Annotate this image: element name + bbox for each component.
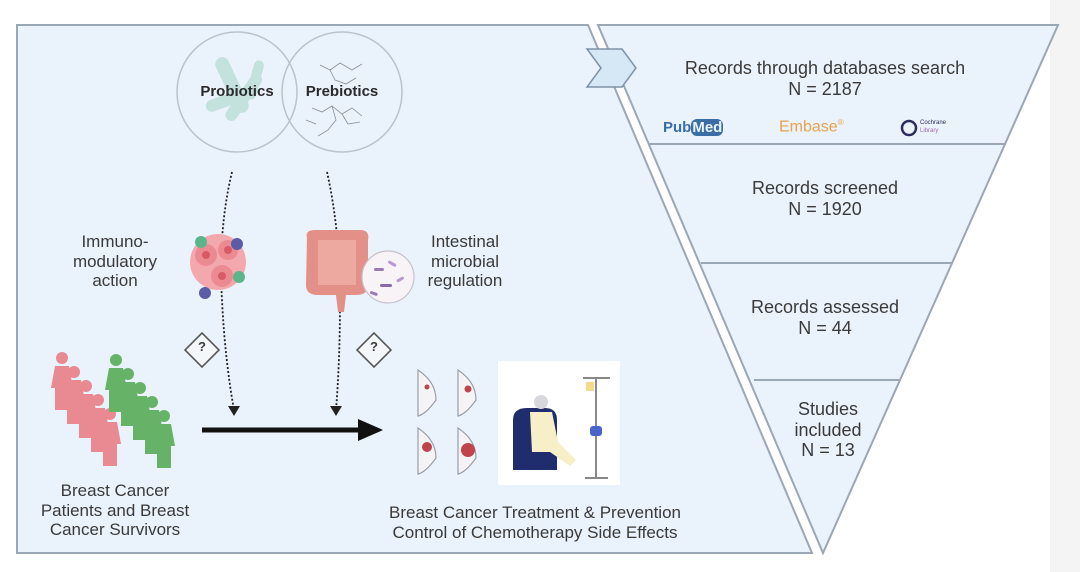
label-line: microbial — [430, 251, 500, 271]
intestine-microbiome-icon — [306, 230, 415, 312]
dotted-arrow-right-head — [330, 406, 342, 416]
label-line: regulation — [427, 271, 503, 291]
chevron-arrow-icon — [585, 48, 637, 88]
question-diamond-right — [355, 331, 393, 369]
prebiotics-label: Prebiotics — [305, 83, 379, 100]
stage-title: included — [794, 419, 862, 440]
label-line: Breast Cancer — [60, 481, 170, 500]
registered-mark: ® — [837, 118, 844, 127]
microbial-regulation-label: Intestinal microbial regulation — [410, 232, 520, 291]
dotted-arrow-left-head — [228, 406, 240, 416]
probiotics-circle — [176, 31, 298, 153]
molecule-network-icon — [305, 62, 363, 137]
funnel — [596, 24, 1060, 556]
label-line: Immuno- — [81, 232, 149, 251]
page-edge-strip — [1050, 0, 1080, 572]
stage-title: Studies — [797, 399, 859, 419]
logo-text: Embase — [779, 118, 838, 136]
logo-text: Pub — [663, 119, 692, 136]
immune-cells-icon — [190, 234, 246, 299]
probiotics-label: Probiotics — [200, 83, 274, 100]
embase-logo: Embase® — [779, 118, 844, 136]
question-mark-icon: ? — [198, 339, 206, 354]
stage-count: N = 2187 — [788, 78, 862, 99]
question-mark-icon: ? — [370, 339, 378, 354]
main-arrow-head — [358, 419, 383, 441]
stage-title: Records screened — [751, 178, 899, 198]
question-diamond-left — [183, 331, 221, 369]
label-line: Breast Cancer Treatment & Prevention — [389, 503, 681, 522]
label-line: action — [92, 271, 138, 291]
prebiotics-circle — [281, 31, 403, 153]
label-line: Intestinal — [430, 232, 500, 251]
stage-title: Records through databases search — [684, 58, 966, 78]
label-line: Control of Chemotherapy Side Effects — [392, 522, 678, 542]
dotted-arrow-left — [220, 171, 235, 411]
funnel-stage-search: Records through databases search N = 218… — [620, 58, 1030, 99]
cochrane-logo: Cochrane Library — [920, 119, 946, 135]
outcome-label: Breast Cancer Treatment & Prevention Con… — [340, 503, 730, 542]
breast-tumor-stages-icon — [417, 368, 477, 475]
logo-text: Library — [920, 128, 939, 134]
label-line: Cancer Survivors — [49, 520, 181, 540]
logo-text: Cochrane — [920, 120, 947, 126]
stage-count: N = 1920 — [788, 198, 862, 219]
chemotherapy-patient-icon — [498, 361, 620, 485]
women-group-icon — [51, 352, 175, 468]
population-label: Breast Cancer Patients and Breast Cancer… — [20, 481, 210, 540]
cochrane-logo-icon — [900, 119, 918, 137]
label-line: modulatory — [72, 251, 158, 271]
funnel-stage-included: Studies included N = 13 — [780, 399, 876, 461]
funnel-stage-assessed: Records assessed N = 44 — [720, 297, 930, 338]
stage-title: Records assessed — [750, 297, 900, 317]
stage-count: N = 13 — [801, 440, 855, 461]
pubmed-logo: PubMed — [663, 119, 724, 136]
immunomodulatory-label: Immuno- modulatory action — [60, 232, 170, 291]
stage-count: N = 44 — [798, 317, 852, 338]
logo-text: Med — [691, 119, 724, 136]
bacteria-icon — [205, 57, 264, 122]
label-line: Patients and Breast — [40, 500, 190, 520]
funnel-stage-screened: Records screened N = 1920 — [720, 178, 930, 219]
